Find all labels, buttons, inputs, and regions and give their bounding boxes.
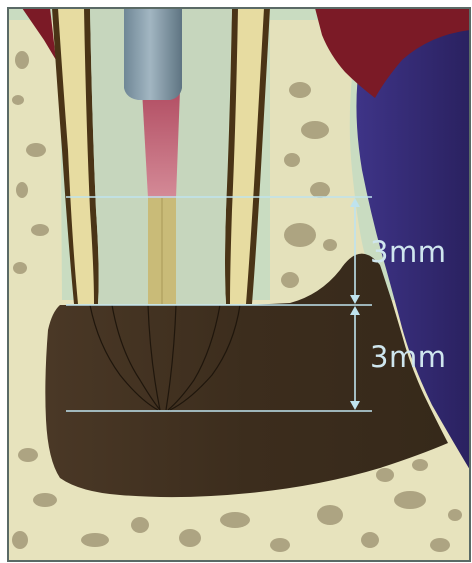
root-canal <box>142 90 180 198</box>
lower-measurement-label: 3mm <box>370 340 446 374</box>
upper-measurement-label: 3mm <box>370 235 446 269</box>
endodontic-instrument <box>124 8 182 100</box>
